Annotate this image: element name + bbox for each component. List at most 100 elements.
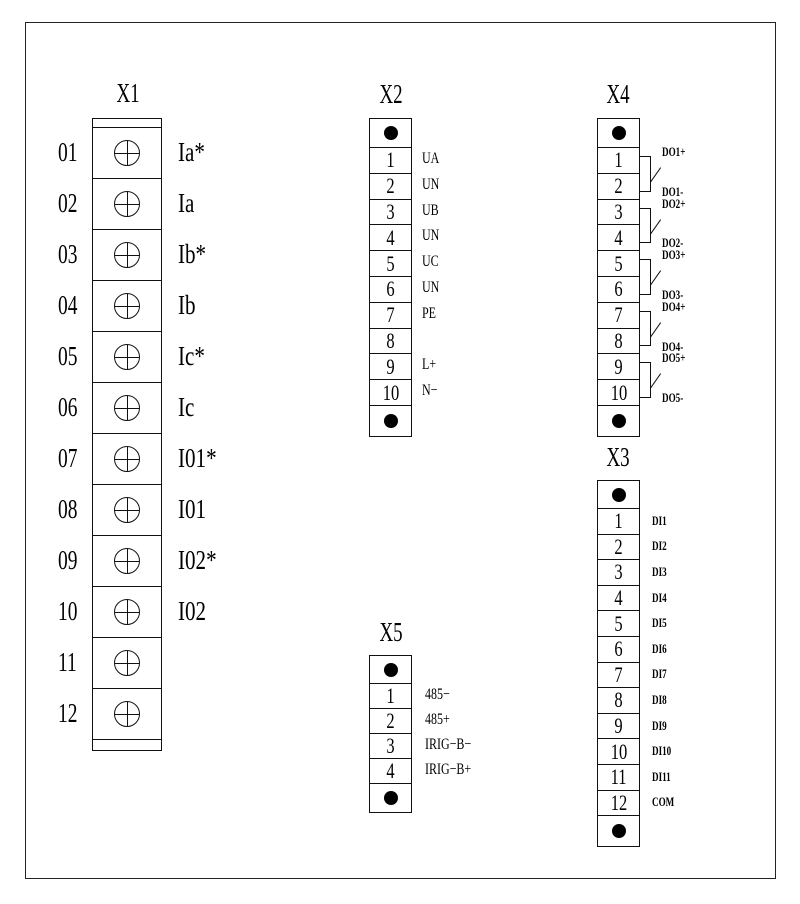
x4-terminal-number: 4 — [614, 224, 623, 250]
x2-terminal-number: 10 — [382, 379, 399, 405]
x1-terminal-block — [92, 118, 162, 751]
x2-mounting-hole-icon — [383, 413, 398, 428]
x1-screw-terminal-icon — [114, 242, 140, 268]
x4-relay-contact-icon — [640, 362, 651, 399]
x2-title: X2 — [379, 79, 403, 109]
x2-terminal-4: 4 — [370, 224, 411, 252]
x2-terminal-number: 6 — [386, 276, 395, 302]
x5-top-cap — [370, 656, 411, 684]
x1-screw-terminal-icon — [114, 395, 140, 421]
x3-bottom-cap — [598, 816, 639, 846]
drawing-frame — [25, 22, 776, 879]
x3-terminal-9: 9 — [598, 713, 639, 740]
x1-terminal-number: 03 — [58, 238, 78, 269]
x4-terminal-3: 3 — [598, 199, 639, 226]
x4-signal-label: DO1+ — [662, 143, 686, 159]
x4-terminal-5: 5 — [598, 251, 639, 277]
x1-screw-terminal-icon — [114, 548, 140, 574]
x3-terminal-6: 6 — [598, 636, 639, 663]
x4-terminal-number: 2 — [614, 173, 623, 199]
x2-signal-label: L+ — [422, 356, 437, 374]
x2-terminal-number: 5 — [386, 250, 395, 276]
x3-signal-label: DI10 — [652, 743, 672, 759]
x2-terminal-1: 1 — [370, 147, 411, 174]
x3-terminal-3: 3 — [598, 559, 639, 586]
x4-terminal-number: 8 — [614, 327, 623, 353]
x3-terminal-number: 5 — [614, 610, 623, 636]
x2-terminal-number: 4 — [386, 224, 395, 250]
x1-signal-label: I02* — [178, 544, 217, 575]
x3-terminal-number: 2 — [614, 533, 623, 559]
x5-terminal-1: 1 — [370, 683, 411, 709]
x1-terminal-number: 06 — [58, 391, 78, 422]
x1-terminal-08 — [93, 485, 161, 536]
x3-terminal-number: 6 — [614, 636, 623, 662]
x5-terminal-3: 3 — [370, 733, 411, 759]
x1-terminal-09 — [93, 536, 161, 587]
x3-title: X3 — [606, 442, 630, 472]
x4-terminal-number: 1 — [614, 147, 623, 173]
x4-terminal-2: 2 — [598, 173, 639, 200]
x4-terminal-8: 8 — [598, 327, 639, 355]
x5-terminal-number: 4 — [386, 758, 395, 783]
x4-relay-contact-icon — [640, 259, 651, 295]
x3-terminal-7: 7 — [598, 662, 639, 689]
x5-bottom-cap — [370, 784, 411, 812]
x3-terminal-1: 1 — [598, 508, 639, 535]
x4-signal-label: DO1- — [662, 183, 684, 199]
x2-signal-label: UC — [422, 253, 439, 271]
x4-relay-contact-icon — [640, 207, 651, 244]
x3-signal-label: DI11 — [652, 768, 671, 784]
x4-terminal-10: 10 — [598, 380, 639, 406]
x1-terminal-12 — [93, 689, 161, 740]
x4-terminal-number: 9 — [614, 353, 623, 379]
x1-terminal-07 — [93, 434, 161, 485]
x1-terminal-05 — [93, 332, 161, 383]
x3-terminal-5: 5 — [598, 611, 639, 637]
x5-signal-label: IRIG−B+ — [425, 760, 472, 778]
x1-signal-label: Ic — [178, 391, 195, 422]
x1-screw-terminal-icon — [114, 650, 140, 676]
x1-title: X1 — [116, 78, 140, 108]
x3-signal-label: DI1 — [652, 512, 667, 528]
x4-top-cap — [598, 119, 639, 148]
x4-relay-contact-icon — [640, 310, 651, 347]
x4-mounting-hole-icon — [611, 126, 626, 140]
x2-terminal-9: 9 — [370, 354, 411, 381]
x5-signal-label: IRIG−B− — [425, 735, 472, 753]
x2-signal-label: UA — [422, 149, 440, 167]
x4-terminal-9: 9 — [598, 353, 639, 381]
x4-signal-label: DO2- — [662, 235, 684, 251]
x1-terminal-number: 05 — [58, 340, 78, 371]
x1-signal-label: Ic* — [178, 340, 205, 371]
x1-terminal-06 — [93, 383, 161, 434]
x3-terminal-number: 12 — [610, 789, 627, 815]
x3-signal-label: DI9 — [652, 717, 667, 733]
x3-mounting-hole-icon — [611, 487, 626, 502]
x1-terminal-number: 11 — [58, 646, 77, 677]
x1-signal-label: I01 — [178, 493, 207, 524]
x2-top-cap — [370, 119, 411, 148]
x1-terminal-number: 01 — [58, 136, 78, 167]
x1-screw-terminal-icon — [114, 599, 140, 625]
x3-terminal-number: 4 — [614, 585, 623, 611]
x3-signal-label: DI3 — [652, 564, 667, 579]
x4-signal-label: DO4+ — [662, 298, 686, 314]
x1-signal-label: Ia* — [178, 136, 205, 167]
x1-terminal-number: 02 — [58, 187, 78, 218]
x4-terminal-number: 7 — [614, 302, 623, 328]
x1-signal-label: Ia — [178, 187, 195, 218]
x3-mounting-hole-icon — [611, 824, 626, 839]
x2-terminal-number: 8 — [386, 327, 395, 353]
x1-signal-label: I02 — [178, 595, 207, 626]
x1-terminal-number: 09 — [58, 544, 78, 575]
x4-signal-label: DO2+ — [662, 195, 686, 211]
x5-signal-label: 485− — [425, 685, 450, 703]
x4-signal-label: DO5+ — [662, 350, 686, 366]
x2-mounting-hole-icon — [383, 126, 398, 140]
x5-signal-label: 485+ — [425, 710, 450, 728]
x5-terminal-2: 2 — [370, 708, 411, 734]
x4-terminal-7: 7 — [598, 302, 639, 329]
